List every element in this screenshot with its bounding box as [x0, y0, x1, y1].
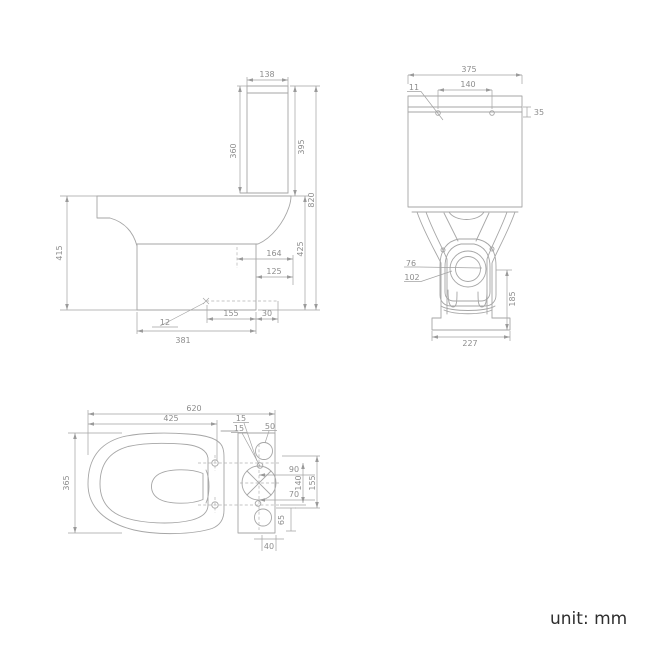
- trap-bottom-arcs: [440, 305, 496, 315]
- plan-view-dimensions: [68, 410, 320, 551]
- lid-fixing-hole-left: [435, 110, 441, 116]
- leader-15-top: [233, 422, 258, 462]
- dim-outlet-height: 185: [508, 291, 517, 306]
- bowl-front-profile: [96, 195, 138, 247]
- supply-hole: [255, 442, 273, 460]
- dim-offset-125: 125: [266, 267, 281, 276]
- bracket-35: [523, 106, 531, 118]
- dim-outlet-offset-155: 155: [223, 309, 238, 318]
- front-view-dimensions: [404, 73, 531, 341]
- dim-outlet-outer-diameter: 102: [404, 273, 419, 282]
- dim-outlet-inner-diameter: 76: [406, 259, 416, 268]
- dim-offset-40: 40: [264, 542, 274, 551]
- seat-ring-outline: [99, 442, 209, 524]
- leaders-76-102: [404, 266, 483, 282]
- plan-view-centerlines: [198, 444, 280, 530]
- dim-overall-length: 620: [186, 404, 201, 413]
- dim-span-155: 155: [308, 475, 317, 490]
- outlet-inner-circle: [455, 256, 481, 282]
- dim-outlet-offset-30: 30: [262, 309, 272, 318]
- dim-offset-90: 90: [289, 465, 299, 474]
- front-view-labels: 375 11 140 35 76 102 185 227: [404, 65, 544, 348]
- back-arch: [448, 211, 485, 220]
- pedestal-outer-sides: [416, 211, 516, 319]
- dim-hole-diameter: 11: [409, 83, 419, 92]
- unit-label: unit: mm: [550, 609, 627, 629]
- sump-arc: [205, 469, 210, 504]
- trap-hooks: [447, 289, 488, 308]
- lid-fixing-hole-right: [489, 110, 495, 116]
- dim-cistern-depth: 138: [259, 70, 274, 79]
- bowl-outer-outline: [87, 432, 225, 535]
- bowl-back-diagonals: [443, 212, 490, 242]
- plate-small-hole-bottom: [254, 500, 262, 507]
- dim-offset-15-bottom: 15: [234, 424, 244, 433]
- dim-tank-height: 360: [229, 143, 238, 158]
- bracket-40: [254, 535, 284, 551]
- dim-lid-height: 35: [534, 108, 544, 117]
- pan-body-outline: [136, 243, 257, 311]
- trap-shield-inner: [444, 243, 491, 302]
- dim-front-to-holes: 425: [163, 414, 178, 423]
- plate-small-hole-top: [256, 462, 264, 469]
- dim-offset-70: 70: [289, 490, 299, 499]
- dim-supply-hole: 50: [265, 422, 275, 431]
- pan-fixing-hole-right: [489, 246, 495, 252]
- bracket-65: [276, 507, 296, 532]
- plan-view: 620 425 15 15 50 365 90 140 155 70 65 40: [62, 404, 320, 551]
- dim-hole-spacing-140: 140: [294, 475, 303, 490]
- outlet-outer-circle: [449, 250, 487, 288]
- dim-outlet-drop: 12: [160, 318, 170, 327]
- trap-shield-outer: [439, 238, 497, 307]
- dim-cistern-width: 375: [461, 65, 476, 74]
- cistern-lid-joint: [407, 106, 523, 113]
- side-view-outline: [96, 85, 292, 311]
- leader-11: [407, 91, 444, 121]
- overflow-hole: [254, 508, 272, 527]
- cistern-side-outline: [246, 85, 289, 194]
- leader-12: [152, 302, 205, 328]
- side-view-labels: 138 360 395 820 415 425 164 125 12 155 3…: [55, 70, 316, 345]
- cistern-front-outline: [407, 95, 523, 208]
- dim-bowl-width: 365: [62, 475, 71, 490]
- water-surface-outline: [151, 469, 204, 504]
- dim-overall-height: 820: [307, 192, 316, 207]
- dim-base-width: 227: [462, 339, 477, 348]
- dim-pan-depth: 381: [175, 336, 190, 345]
- dim-cistern-height: 395: [297, 139, 306, 154]
- dim-hole-spacing: 140: [460, 80, 475, 89]
- fixing-plate-outline: [237, 432, 276, 534]
- front-view-outline: [407, 95, 523, 331]
- pan-fixing-hole-left: [440, 247, 446, 253]
- dim-offset-65: 65: [277, 515, 286, 525]
- dim-pan-front-height: 415: [55, 245, 64, 260]
- pedestal-inner-sides: [425, 211, 508, 315]
- pedestal-base: [431, 317, 511, 331]
- leader-50: [262, 430, 277, 444]
- side-view: 138 360 395 820 415 425 164 125 12 155 3…: [55, 70, 320, 345]
- plan-view-outline: [87, 430, 277, 535]
- plan-view-labels: 620 425 15 15 50 365 90 140 155 70 65 40: [62, 404, 317, 551]
- dim-offset-15-top: 15: [236, 414, 246, 423]
- pan-back-profile: [136, 195, 292, 245]
- leader-15-bottom: [231, 432, 261, 467]
- front-view: 375 11 140 35 76 102 185 227: [404, 65, 544, 348]
- dim-offset-164: 164: [266, 249, 281, 258]
- dim-pan-back-height: 425: [296, 241, 305, 256]
- side-view-dimensions: [60, 77, 320, 334]
